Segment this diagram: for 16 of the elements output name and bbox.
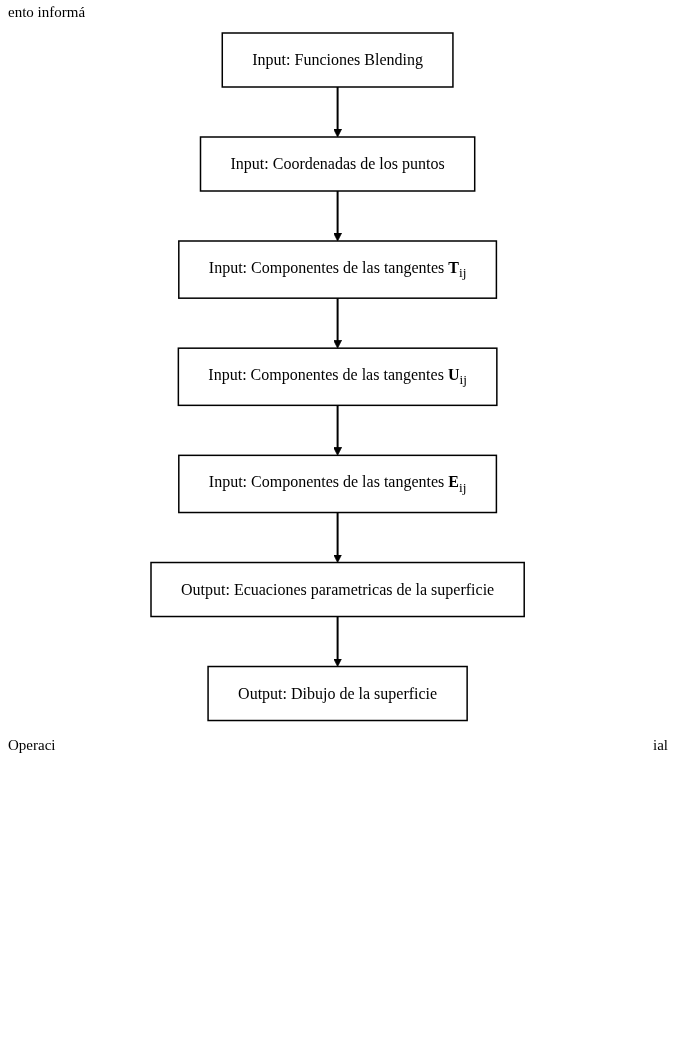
node-box: Input: Componentes de las tangentes T$_{ij}$ [178,240,498,299]
arrow [333,297,343,349]
arrow [333,190,343,242]
arrow [333,615,343,667]
arrow [333,404,343,456]
node-box: Output: Dibujo de la superficie [207,665,469,722]
node-box: Input: Componentes de las tangentes E$_{ij}$ [178,454,498,514]
node-box: Input: Funciones Blending [221,32,455,88]
page-text-fragment: ial [653,736,668,754]
page-text-fragment: Operaci [8,736,56,754]
arrow [333,86,343,138]
node-box: Input: Componentes de las tangentes U$_{ij}$ [178,347,498,407]
node-box: Input: Coordenadas de los puntos [200,136,476,192]
node-box: Output: Ecuaciones parametricas de la superficie [150,561,526,618]
arrow [333,511,343,563]
page-text-fragment: ento informá [8,4,86,21]
